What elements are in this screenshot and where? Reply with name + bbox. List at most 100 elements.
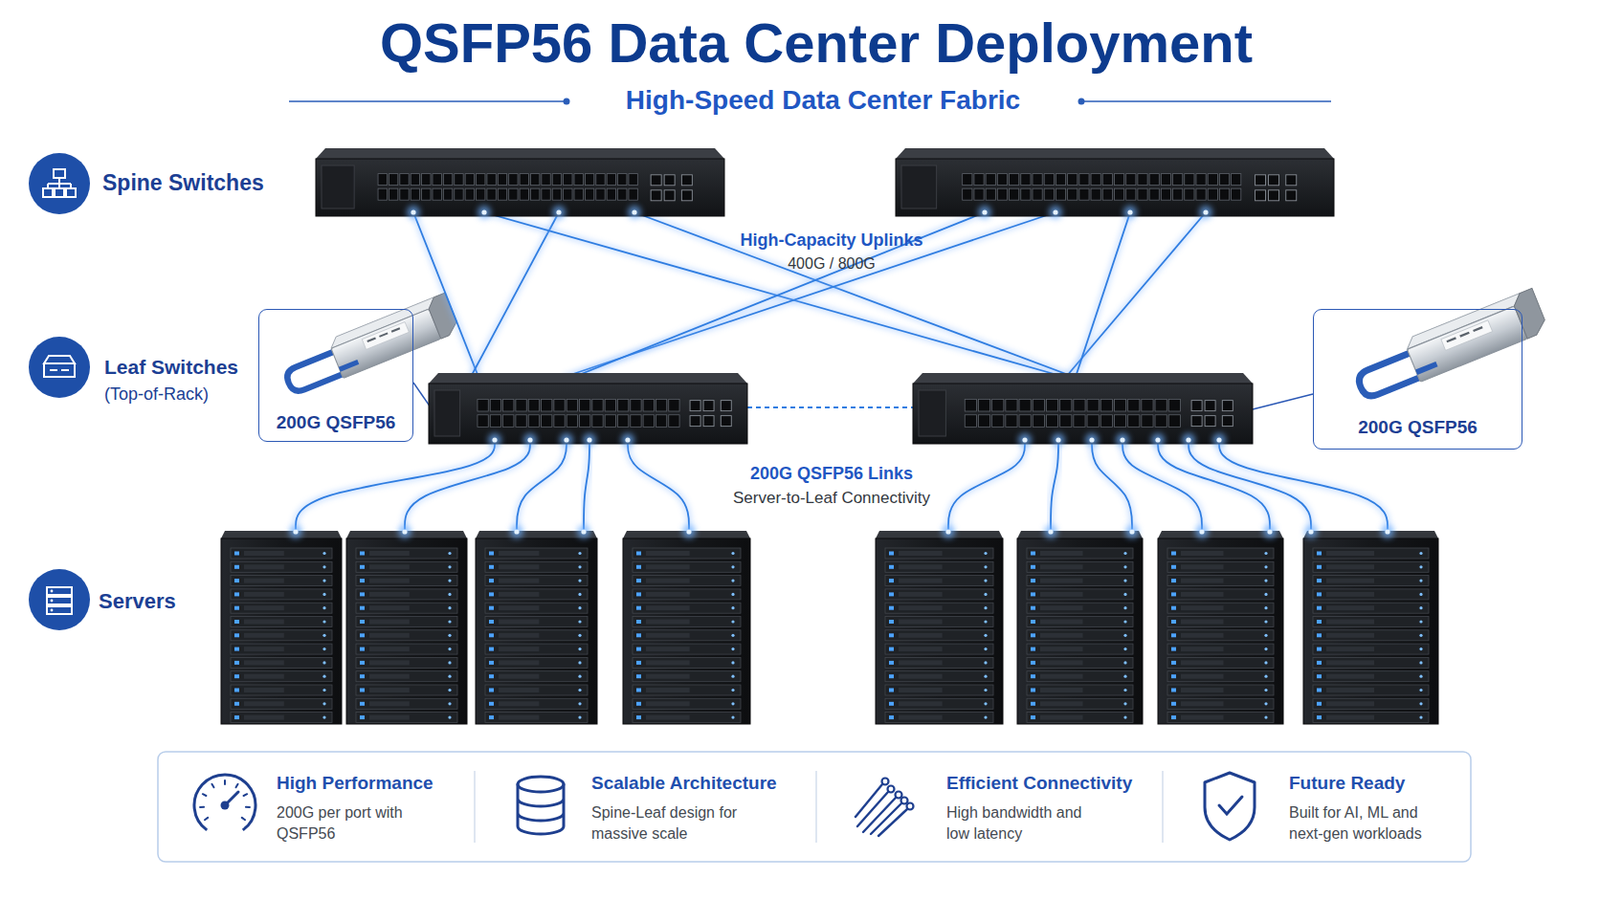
port-light-glow	[1018, 433, 1032, 447]
title-rule	[288, 100, 567, 103]
port-light	[1129, 529, 1134, 534]
feature-card: Efficient ConnectivityHigh bandwidth and…	[946, 773, 1157, 846]
cable-glow	[1066, 212, 1206, 378]
tier-icon	[28, 153, 90, 215]
port-light	[686, 529, 691, 534]
feature-body: Built for AI, ML and next-gen workloads	[1288, 802, 1445, 846]
port-light-glow	[488, 433, 502, 447]
port-light-glow	[552, 205, 566, 220]
port-light-glow	[1115, 433, 1130, 447]
port-light-glow	[288, 525, 303, 539]
cables	[295, 212, 1388, 533]
port-light	[1052, 209, 1058, 215]
cable-glow	[295, 440, 495, 533]
port-light-glow	[1051, 433, 1066, 447]
transceiver-callout: 200G QSFP56	[258, 309, 414, 443]
server-rack	[1157, 531, 1284, 725]
cable-glow	[1075, 212, 1131, 378]
port-light	[1199, 529, 1204, 534]
tier-label: Servers	[98, 589, 177, 615]
cable-glow	[574, 212, 985, 378]
cable-glow	[470, 212, 559, 378]
port-light	[1088, 437, 1094, 443]
feature-card: High Performance 200G per port with QSFP5…	[276, 773, 468, 846]
callout-label: 200G QSFP56	[1313, 417, 1522, 439]
cable-glow	[583, 440, 590, 533]
link-note: Server-to-Leaf Connectivity	[733, 488, 931, 509]
port-light	[1216, 437, 1222, 443]
port-light-glow	[523, 433, 537, 447]
port-light	[1308, 529, 1313, 534]
cable-glow	[516, 440, 567, 533]
feature-card: Future ReadyBuilt for AI, ML and next-ge…	[1288, 773, 1467, 846]
link-speed: 400G / 800G	[787, 254, 876, 273]
callout-label: 200G QSFP56	[259, 412, 413, 434]
port-light-glow	[621, 433, 635, 447]
title-rule-dot	[563, 98, 571, 106]
port-light-glow	[627, 205, 642, 220]
cable-glow	[404, 440, 531, 533]
port-light	[1155, 437, 1160, 443]
port-light	[1384, 529, 1390, 534]
cable	[1050, 440, 1059, 533]
port-light-glow	[1304, 525, 1318, 539]
port-light	[491, 437, 497, 443]
feature-heading: Efficient Connectivity	[946, 773, 1157, 796]
port-light-glow	[477, 205, 491, 220]
port-light	[586, 437, 592, 443]
port-light-glow	[941, 525, 956, 539]
feature-icon	[855, 778, 914, 838]
port-light	[945, 529, 951, 534]
port-light-glow	[559, 433, 574, 447]
port-light	[1055, 437, 1061, 443]
tier-label: Leaf Switches	[104, 355, 239, 379]
port-light-glow	[1151, 433, 1165, 447]
cable	[404, 440, 531, 533]
feature-body: 200G per port with QSFP56	[276, 802, 432, 846]
port-light	[401, 529, 407, 534]
transceiver-callout: 200G QSFP56	[1312, 309, 1523, 450]
cable	[470, 212, 559, 378]
port-light	[1185, 437, 1191, 443]
cable	[413, 212, 479, 378]
network-switch	[895, 148, 1334, 217]
cable-glow	[948, 440, 1025, 533]
port-light	[1266, 529, 1272, 534]
port-light	[481, 209, 487, 215]
port-light-glow	[577, 525, 591, 539]
link-label: High-Capacity Uplinks	[739, 230, 923, 252]
feature-heading: Future Ready	[1288, 773, 1467, 796]
port-light-glow	[1085, 433, 1099, 447]
decorations	[28, 98, 1550, 864]
link-label: 200G QSFP56 Links	[750, 464, 913, 486]
cable-glow	[1219, 440, 1388, 533]
title-rule	[1081, 100, 1332, 103]
port-lights	[288, 205, 1395, 539]
cable-glow	[564, 212, 1056, 378]
cable	[516, 440, 567, 533]
feature-panel	[157, 752, 1471, 863]
panel-divider	[473, 771, 475, 844]
cable	[1219, 440, 1388, 533]
port-light	[1047, 529, 1053, 534]
port-light-glow	[1048, 205, 1063, 220]
cable-glow	[1188, 440, 1312, 533]
port-light-glow	[1199, 205, 1213, 220]
cable	[1066, 212, 1206, 378]
cable	[564, 212, 1056, 378]
server-rack	[475, 531, 598, 725]
port-light	[563, 437, 569, 443]
port-light-glow	[398, 525, 412, 539]
network-switch	[912, 373, 1253, 445]
port-light-glow	[1044, 525, 1058, 539]
port-light	[580, 529, 586, 534]
cable-glow	[484, 212, 1065, 378]
port-light	[513, 529, 519, 534]
feature-heading: High Performance	[276, 773, 468, 796]
server-rack	[221, 531, 342, 725]
port-light-glow	[510, 525, 524, 539]
cable	[295, 440, 495, 533]
cable-glow	[634, 212, 1074, 378]
callout-leader	[413, 382, 431, 408]
